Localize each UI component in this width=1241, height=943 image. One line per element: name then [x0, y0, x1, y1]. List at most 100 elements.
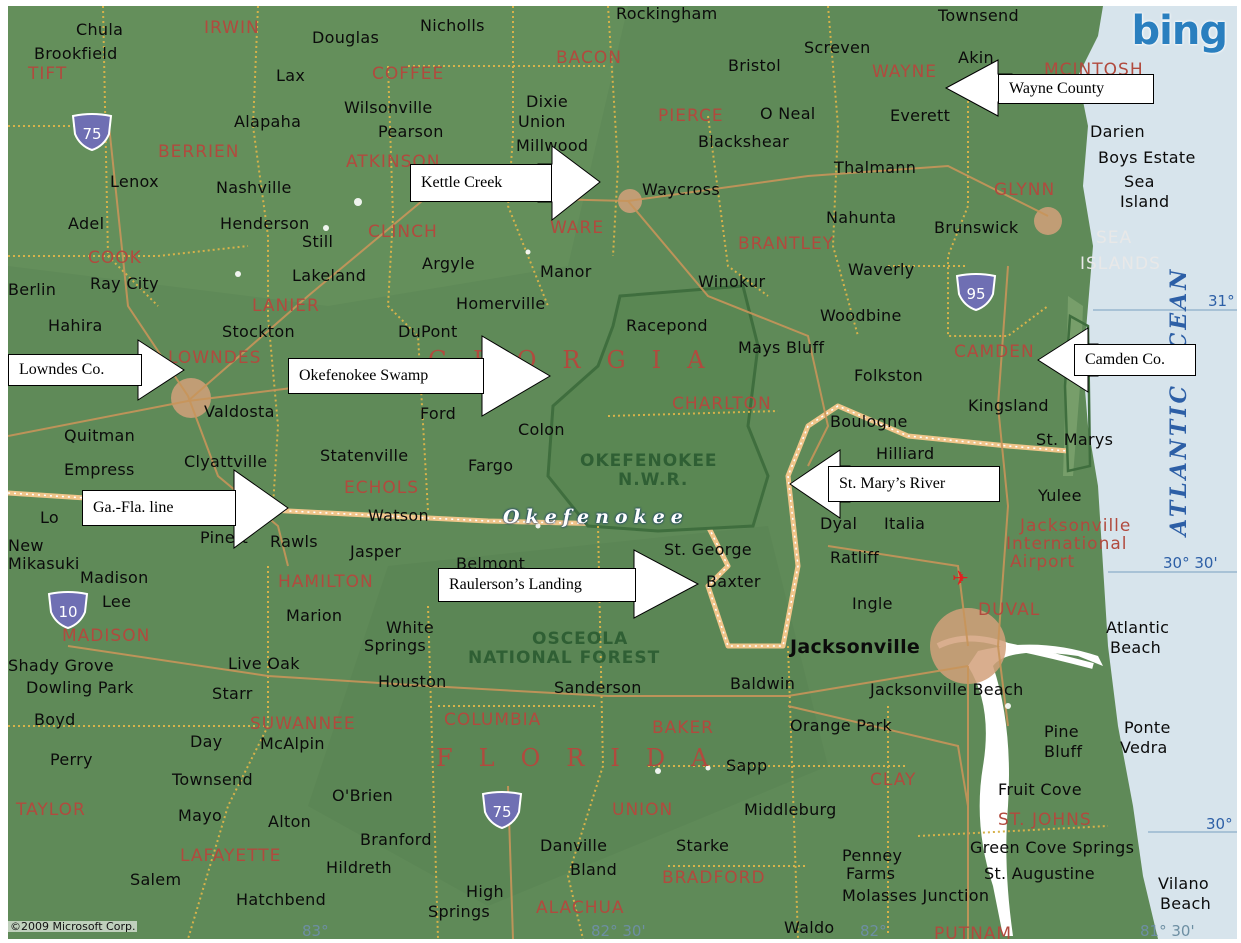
airport-label: Jacksonville [1020, 516, 1132, 536]
city-label: DuPont [398, 322, 458, 341]
city-label: Thalmann [834, 158, 917, 177]
city-label: Fargo [468, 456, 514, 475]
city-label: Boys Estate [1098, 148, 1196, 167]
city-label: Fruit Cove [998, 780, 1082, 799]
city-label: Springs [364, 636, 427, 655]
callout-st-marys-river: St. Mary’s River [828, 466, 1000, 502]
city-label: Folkston [854, 366, 924, 385]
city-label: Lee [102, 592, 132, 611]
city-label: Lo [40, 508, 60, 527]
city-label: Lax [276, 66, 306, 85]
city-label: Hahira [48, 316, 103, 335]
city-label: Perry [50, 750, 93, 769]
city-label: Ratliff [830, 548, 880, 567]
okefenokee-boundary [546, 284, 770, 533]
city-label: Townsend [938, 6, 1019, 25]
city-label: Bland [570, 860, 618, 879]
city-label: Lakeland [292, 266, 367, 285]
city-label: Nashville [216, 178, 292, 197]
city-label: Italia [884, 514, 926, 533]
city-label: Hildreth [326, 858, 392, 877]
city-label: Jasper [350, 542, 402, 561]
city-label: Douglas [312, 28, 380, 47]
city-label: Argyle [422, 254, 475, 273]
city-label: Stockton [222, 322, 295, 341]
city-label: Marion [286, 606, 343, 625]
city-label: Nicholls [420, 16, 485, 35]
airport-label: International [1006, 534, 1128, 554]
county-label: CLAY [870, 770, 917, 790]
okefenokee-nwr-label: OKEFENOKEE [580, 451, 718, 471]
county-label: WARE [550, 218, 605, 238]
shield-label: 10 [58, 603, 77, 621]
city-label: Ray City [90, 274, 159, 293]
city-label: Hilliard [876, 444, 935, 463]
shield-label: 75 [82, 125, 101, 143]
airport-label: Airport [1010, 552, 1076, 572]
city-label: Dixie [526, 92, 569, 111]
interstate-10-icon: 10 [46, 590, 90, 630]
city-label: Atlantic [1106, 618, 1170, 637]
copyright-notice: ©2009 Microsoft Corp. [8, 920, 138, 933]
coord-lat-30-30: 30° 30' [1163, 554, 1218, 572]
county-label: BRADFORD [662, 868, 766, 888]
city-label: Woodbine [820, 306, 902, 325]
city-label: Ponte [1124, 718, 1171, 737]
city-label: Danville [540, 836, 608, 855]
city-label: Pearson [378, 122, 444, 141]
county-label: MADISON [62, 626, 151, 646]
county-label: DUVAL [978, 600, 1041, 620]
city-label: Vedra [1120, 738, 1168, 757]
city-label: Adel [68, 214, 105, 233]
county-label: SUWANNEE [250, 714, 356, 734]
city-label: Statenville [320, 446, 409, 465]
coord-lon-82: 82° [860, 922, 887, 939]
city-label: Starr [212, 684, 253, 703]
map-canvas [8, 6, 1237, 939]
land-shade [308, 526, 828, 906]
okefenokee-swamp-label: Okefenokee [503, 506, 689, 528]
state-label-florida: FLORIDA [436, 744, 735, 772]
county-label: PIERCE [658, 106, 724, 126]
city-label: Rockingham [616, 6, 718, 23]
city-label: Ingle [852, 594, 893, 613]
callout-kettle-creek: Kettle Creek [410, 164, 552, 202]
city-label: Colon [518, 420, 565, 439]
city-label: Penney [842, 846, 903, 865]
city-label: Day [190, 732, 223, 751]
city-label: Still [302, 232, 334, 251]
coord-lat-30: 30° [1206, 815, 1233, 833]
callout-camden-co: Camden Co. [1074, 344, 1196, 376]
map-frame: ATLANTIC OCEAN 31° 30° 30' 30° 83° 82° 3… [8, 6, 1237, 939]
city-label: Waverly [848, 260, 915, 279]
coord-lat-31: 31° [1208, 292, 1235, 310]
city-label: Beach [1110, 638, 1162, 657]
city-label: Farms [846, 864, 896, 883]
county-label: TIFT [28, 64, 68, 84]
osceola-label: OSCEOLA [532, 629, 629, 649]
county-label: PUTNAM [934, 924, 1013, 940]
ocean-label: ATLANTIC OCEAN [1166, 266, 1192, 536]
county-label: LANIER [252, 296, 320, 316]
city-label: Branford [360, 830, 432, 849]
city-label: St. Marys [1036, 430, 1114, 449]
county-label: WAYNE [872, 62, 938, 82]
city-label: Hatchbend [236, 890, 327, 909]
callout-wayne-county: Wayne County [998, 74, 1154, 104]
city-label: Middleburg [744, 800, 837, 819]
city-label: Live Oak [228, 654, 300, 673]
city-label: Ford [420, 404, 457, 423]
county-label: ST. JOHNS [998, 810, 1092, 830]
county-label: ECHOLS [344, 478, 420, 498]
county-label: ALACHUA [536, 898, 625, 918]
callout-ga-fla-line: Ga.-Fla. line [82, 490, 236, 526]
city-label: Pine [1044, 722, 1079, 741]
coord-lon-82-30: 82° 30' [591, 922, 646, 939]
county-label: GLYNN [994, 180, 1056, 200]
county-label: CAMDEN [954, 342, 1035, 362]
city-label-jacksonville: Jacksonville [790, 636, 921, 658]
interstate-95-icon: 95 [954, 272, 998, 312]
ga-fla-state-line [8, 405, 1069, 647]
callout-okefenokee-swamp: Okefenokee Swamp [288, 358, 484, 394]
county-label: HAMILTON [278, 572, 374, 592]
